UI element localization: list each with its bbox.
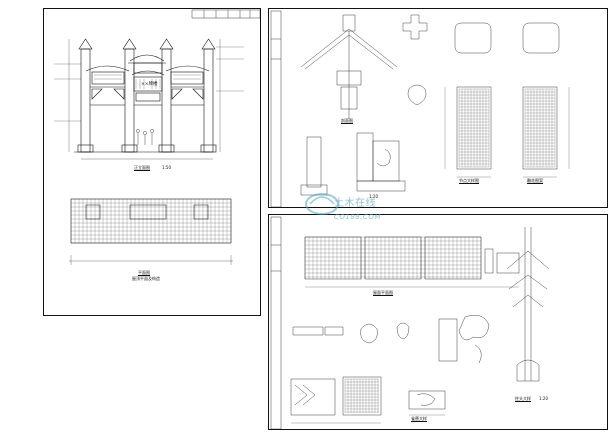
detail-b-title: 雕花图案 [527, 178, 543, 183]
detail-drawing-top [270, 10, 570, 207]
plan-subtitle: 屋顶平面及构造 [132, 276, 160, 281]
drawing-sheet-top-right: 剖面图 节点大样图 雕花图案 1:20 [268, 8, 608, 208]
elevation-drawing [54, 9, 260, 265]
elevation-scale: 1:50 [162, 165, 171, 170]
bracket-detail-title: 雀替大样 [411, 416, 427, 421]
post-detail-title: 柱头大样 [515, 396, 531, 401]
watermark-site: CO188.COM [334, 213, 381, 221]
roof-plan-title: 屋面平面图 [373, 290, 393, 295]
watermark-brand: 土木在线 [334, 198, 376, 209]
detail-drawing-bottom [270, 216, 550, 429]
top-right-scale: 1:20 [369, 194, 378, 199]
plan-title: 平面图 [138, 270, 150, 275]
detail-a-title: 节点大样图 [459, 178, 479, 183]
drawing-sheet-left: ××牌楼 正立面图 1:50 平面图 屋顶平面及构造 [43, 8, 261, 316]
elevation-plaque: ××牌楼 [141, 82, 158, 87]
section-title: 剖面图 [341, 118, 353, 123]
elevation-title: 正立面图 [134, 165, 150, 170]
bottom-right-scale: 1:20 [539, 396, 548, 401]
drawing-sheet-bottom-right: 屋面平面图 柱头大样 雀替大样 1:20 [268, 214, 608, 430]
watermark-logo [305, 193, 339, 215]
